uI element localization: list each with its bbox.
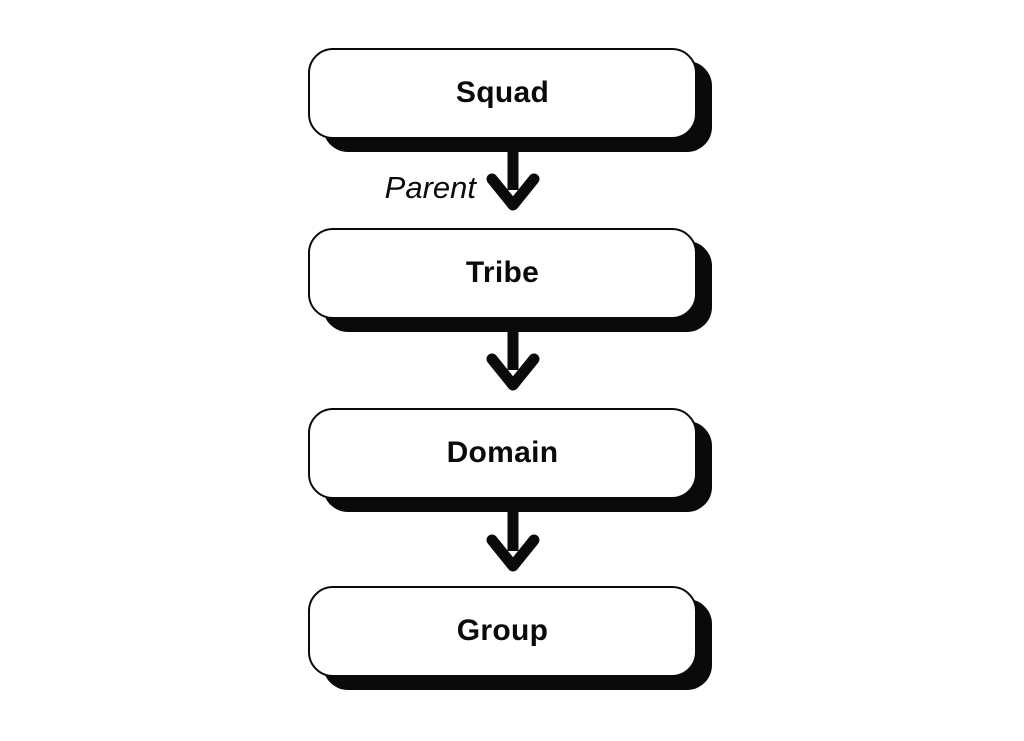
edge-label-parent: Parent bbox=[384, 170, 476, 205]
flow-node-tribe: Tribe bbox=[308, 228, 697, 319]
flow-node-domain: Domain bbox=[308, 408, 697, 499]
arrow-down-icon bbox=[486, 141, 540, 211]
node-label-squad: Squad bbox=[455, 75, 550, 109]
arrow-down-icon bbox=[486, 321, 540, 391]
node-label-tribe: Tribe bbox=[465, 255, 540, 289]
node-label-domain: Domain bbox=[446, 435, 559, 469]
node-label-group: Group bbox=[456, 613, 549, 647]
flow-node-squad: Squad bbox=[308, 48, 697, 139]
flow-node-group: Group bbox=[308, 586, 697, 677]
arrow-down-icon bbox=[486, 502, 540, 572]
